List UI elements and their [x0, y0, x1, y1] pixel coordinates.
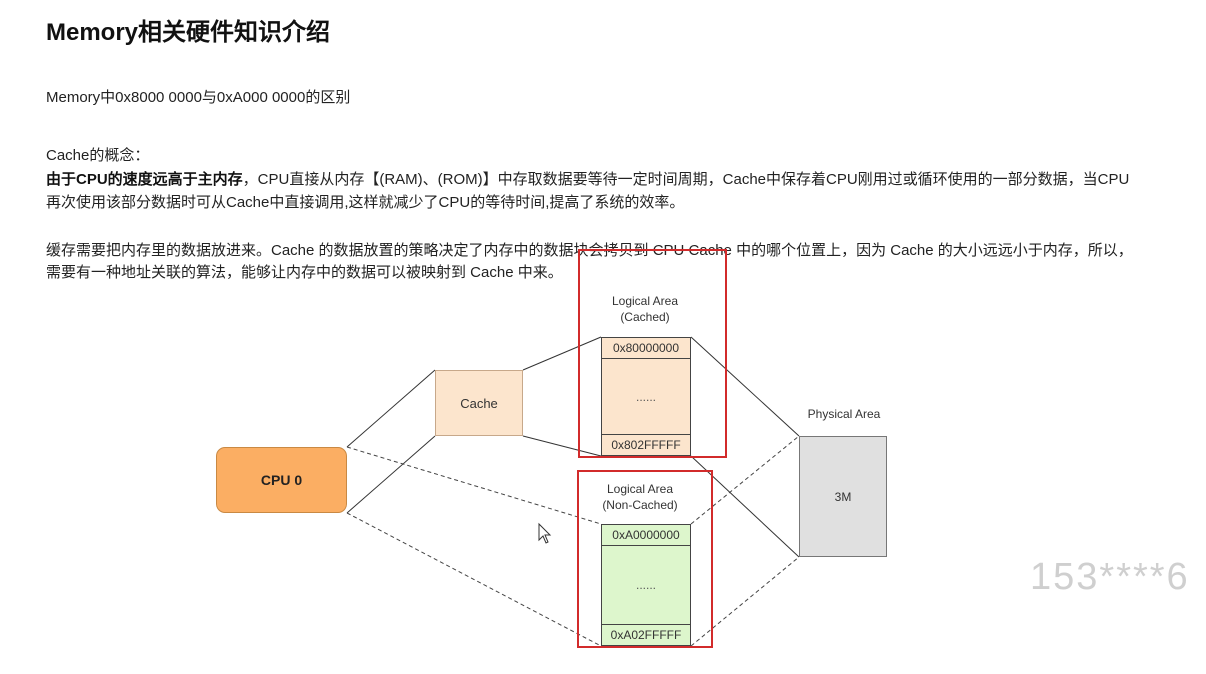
- noncached-area-start-address: 0xA0000000: [612, 528, 680, 542]
- watermark-text: 153****6: [1030, 556, 1190, 598]
- cached-area-highlight: [578, 249, 727, 458]
- connector-cpu-noncached-bottom: [346, 512, 602, 647]
- physical-area-title: Physical Area: [807, 407, 881, 421]
- cached-area-end-address: 0x802FFFFF: [611, 438, 681, 452]
- page-title: Memory相关硬件知识介绍: [46, 19, 331, 46]
- cached-area-title-line1: Logical Area: [611, 294, 679, 308]
- cache-concept-para2-line2: 需要有一种地址关联的算法，能够让内存中的数据可以被映射到 Cache 中来。: [46, 264, 563, 281]
- noncached-area-highlight: [577, 470, 713, 648]
- noncached-area-title-line2: (Non-Cached): [602, 498, 678, 512]
- cache-concept-heading: Cache的概念：: [46, 147, 150, 164]
- noncached-area-end-address: 0xA02FFFFF: [610, 628, 682, 642]
- noncached-area-title-line1: Logical Area: [606, 482, 674, 496]
- cpu-label: CPU 0: [260, 472, 303, 488]
- cache-concept-para1-line1: 由于CPU的速度远高于主内存，CPU直接从内存【(RAM)、(ROM)】中存取数…: [46, 170, 1186, 190]
- noncached-area-block: 0xA0000000 ...... 0xA02FFFFF: [601, 524, 691, 646]
- connector-cpu-cache-top: [346, 369, 436, 448]
- cache-node: Cache: [435, 370, 523, 436]
- noncached-area-ellipsis: ......: [602, 545, 690, 625]
- physical-area-size: 3M: [834, 489, 852, 504]
- cached-area-title: Logical Area (Cached): [580, 293, 710, 325]
- cached-area-block: 0x80000000 ...... 0x802FFFFF: [601, 337, 691, 456]
- memory-address-question: Memory中0x8000 0000与0xA000 0000的区别: [46, 89, 351, 106]
- cache-label: Cache: [460, 395, 498, 411]
- cached-area-ellipsis: ......: [602, 358, 690, 435]
- cached-area-title-line2: (Cached): [620, 310, 670, 324]
- cpu-node: CPU 0: [216, 447, 347, 513]
- mouse-cursor-icon: [538, 522, 552, 544]
- cache-concept-para1-line2: 再次使用该部分数据时可从Cache中直接调用,这样就减少了CPU的等待时间,提高…: [46, 194, 685, 211]
- cache-concept-bold-lead: 由于CPU的速度远高于主内存: [46, 171, 243, 188]
- cached-area-start-address: 0x80000000: [612, 341, 680, 355]
- physical-area-block: 3M: [799, 436, 887, 557]
- connector-cpu-cache-bottom: [346, 435, 436, 514]
- connector-cpu-noncached-top: [346, 446, 602, 525]
- cache-concept-para1-line1-rest: ，CPU直接从内存【(RAM)、(ROM)】中存取数据要等待一定时间周期，Cac…: [242, 171, 1130, 188]
- noncached-area-title: Logical Area (Non-Cached): [575, 481, 705, 513]
